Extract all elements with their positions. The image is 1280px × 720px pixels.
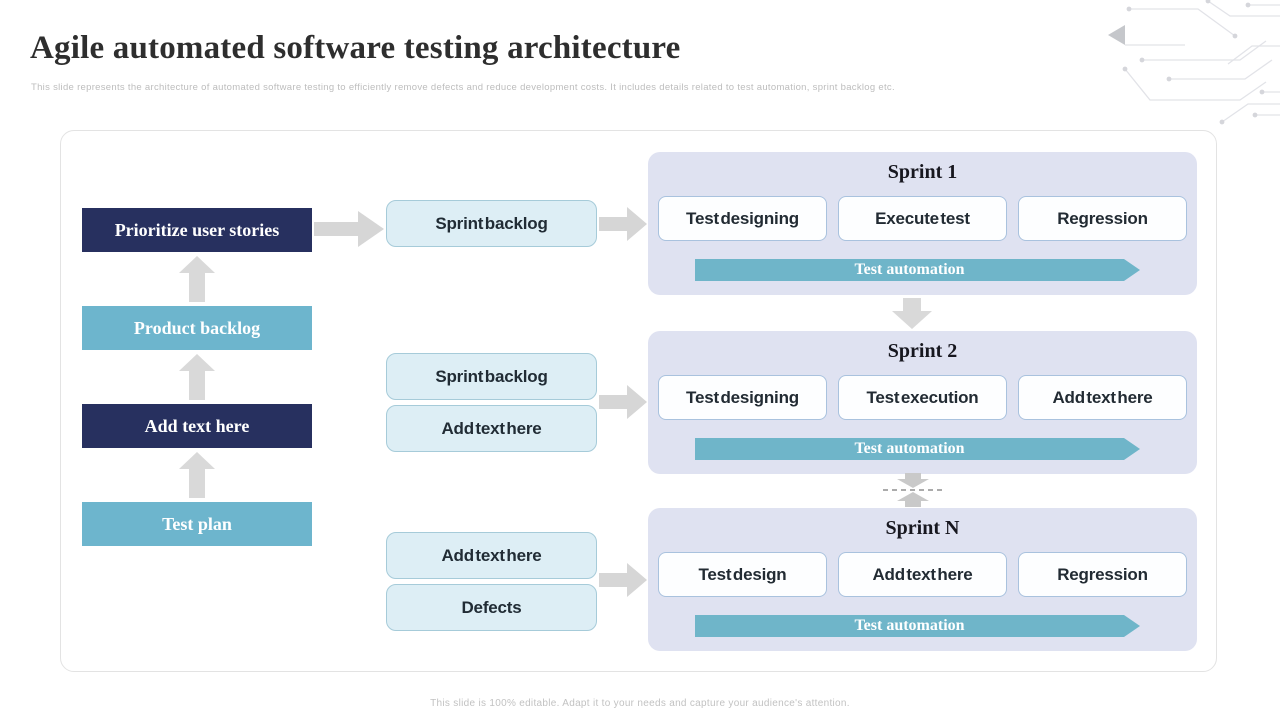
up-arrow-icon xyxy=(179,256,215,302)
sprint-panel-2: Sprint 2 Test designing Test execution A… xyxy=(648,331,1197,474)
right-arrow-icon xyxy=(314,211,384,247)
task-label: Add text here xyxy=(872,564,973,584)
mid-box-sprint-backlog-2: Sprint backlog xyxy=(386,353,597,400)
mid-box-sprint-backlog-1: Sprint backlog xyxy=(386,200,597,247)
sprint-title: Sprint 2 xyxy=(887,340,958,362)
task-label: Regression xyxy=(1057,208,1148,228)
task-label: Execute test xyxy=(875,208,970,228)
task-box: Execute test xyxy=(838,196,1007,241)
task-box: Add text here xyxy=(1018,375,1187,420)
task-box: Test designing xyxy=(658,375,827,420)
sprint-title: Sprint 1 xyxy=(887,161,958,183)
right-arrow-icon xyxy=(599,385,647,419)
task-label: Test design xyxy=(698,564,787,584)
mid-box-label: Add text here xyxy=(441,545,542,565)
task-label: Add text here xyxy=(1052,387,1153,407)
task-box: Test designing xyxy=(658,196,827,241)
task-label: Regression xyxy=(1057,564,1148,584)
up-arrow-icon xyxy=(179,452,215,498)
banner-label: Test automation xyxy=(854,617,965,634)
sprint-panel-n: Sprint N Test design Add text here Regre… xyxy=(648,508,1197,651)
right-arrow-icon xyxy=(599,563,647,597)
slide-subtitle: This slide represents the architecture o… xyxy=(31,82,895,93)
converge-arrows-icon xyxy=(883,473,943,507)
task-label: Test execution xyxy=(866,387,979,407)
sprint-title: Sprint N xyxy=(885,517,960,539)
page-title: Agile automated software testing archite… xyxy=(30,30,681,66)
task-box: Regression xyxy=(1018,552,1187,597)
mid-box-label: Defects xyxy=(461,597,522,617)
banner-label: Test automation xyxy=(854,261,965,278)
flow-box-label: Add text here xyxy=(144,415,250,436)
flow-box-add-text-here: Add text here xyxy=(82,404,312,448)
flow-box-prioritize-user-stories: Prioritize user stories xyxy=(82,208,312,252)
task-label: Test designing xyxy=(686,208,799,228)
circuit-decoration-icon xyxy=(1108,0,1280,125)
right-arrow-icon xyxy=(599,207,647,241)
flow-box-label: Prioritize user stories xyxy=(114,219,280,240)
flow-box-product-backlog: Product backlog xyxy=(82,306,312,350)
test-automation-banner: Test automation xyxy=(695,438,1140,460)
left-triangle-icon xyxy=(1108,25,1125,45)
task-box: Test execution xyxy=(838,375,1007,420)
mid-box-add-text-here-2: Add text here xyxy=(386,532,597,579)
test-automation-banner: Test automation xyxy=(695,615,1140,637)
flow-box-test-plan: Test plan xyxy=(82,502,312,546)
slide-footer: This slide is 100% editable. Adapt it to… xyxy=(430,698,850,709)
sprint-panel-1: Sprint 1 Test designing Execute test Reg… xyxy=(648,152,1197,295)
mid-box-label: Sprint backlog xyxy=(435,213,548,233)
test-automation-banner: Test automation xyxy=(695,259,1140,281)
flow-box-label: Test plan xyxy=(162,513,232,534)
banner-label: Test automation xyxy=(854,440,965,457)
mid-box-defects: Defects xyxy=(386,584,597,631)
task-box: Test design xyxy=(658,552,827,597)
mid-box-add-text-here: Add text here xyxy=(386,405,597,452)
task-box: Regression xyxy=(1018,196,1187,241)
mid-box-label: Sprint backlog xyxy=(435,366,548,386)
mid-box-label: Add text here xyxy=(441,418,542,438)
task-label: Test designing xyxy=(686,387,799,407)
up-arrow-icon xyxy=(179,354,215,400)
down-arrow-icon xyxy=(892,298,932,329)
flow-box-label: Product backlog xyxy=(133,317,261,338)
task-box: Add text here xyxy=(838,552,1007,597)
